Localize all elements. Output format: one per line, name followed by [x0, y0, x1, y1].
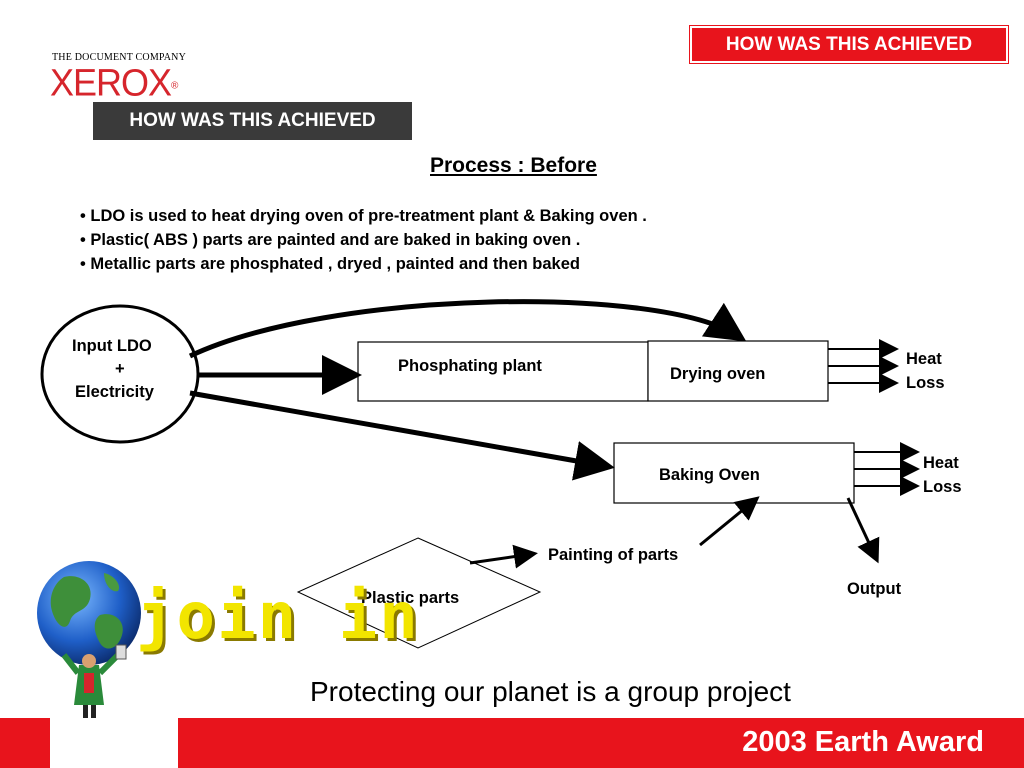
- bullet-list: LDO is used to heat drying oven of pre-t…: [80, 204, 647, 276]
- footer-gap: [50, 718, 178, 768]
- drying-oven-box: [647, 340, 829, 402]
- phosphating-plant-box: [357, 341, 649, 402]
- arrow-to-painting: [469, 544, 538, 569]
- arrow-painting-to-baking: [699, 496, 760, 547]
- heat-loss-label-1a: Heat: [906, 350, 942, 368]
- top-title-badge: HOW WAS THIS ACHIEVED: [689, 25, 1009, 64]
- arrow-to-output: [846, 497, 880, 564]
- logo-tagline: THE DOCUMENT COMPANY: [52, 52, 187, 63]
- section-title-badge: HOW WAS THIS ACHIEVED: [93, 102, 412, 140]
- registered-mark: ®: [171, 79, 178, 92]
- heat-loss-label-2b: Loss: [923, 478, 962, 496]
- baking-oven-box: [613, 442, 855, 504]
- bullet-item: Metallic parts are phosphated , dryed , …: [80, 252, 647, 276]
- drying-oven-label: Drying oven: [670, 365, 766, 383]
- plastic-parts-diamond: [296, 537, 542, 649]
- painting-label: Painting of parts: [548, 546, 679, 564]
- join-in-logo: join in: [136, 580, 420, 654]
- arrow-to-baking: [189, 390, 615, 481]
- output-label: Output: [847, 580, 902, 598]
- globe-mascot-icon: [37, 561, 141, 731]
- tagline: Protecting our planet is a group project: [310, 676, 791, 707]
- curved-arrow-to-drying: [188, 299, 747, 359]
- heat-loss-label-2a: Heat: [923, 454, 959, 472]
- bullet-item: Plastic( ABS ) parts are painted and are…: [80, 228, 647, 252]
- input-label-line1: Input LDO: [72, 337, 152, 355]
- award-title: 2003 Earth Award: [742, 726, 984, 758]
- input-label-line2: +: [115, 360, 125, 378]
- phosphating-plant-label: Phosphating plant: [398, 357, 542, 375]
- page-title: Process : Before: [430, 154, 597, 177]
- bullet-item: LDO is used to heat drying oven of pre-t…: [80, 204, 647, 228]
- xerox-logo: XEROX®: [50, 60, 178, 104]
- heat-loss-label-1b: Loss: [906, 374, 945, 392]
- input-label-line3: Electricity: [75, 383, 154, 401]
- baking-oven-label: Baking Oven: [659, 466, 760, 484]
- plastic-parts-label: Plastic parts: [361, 589, 460, 607]
